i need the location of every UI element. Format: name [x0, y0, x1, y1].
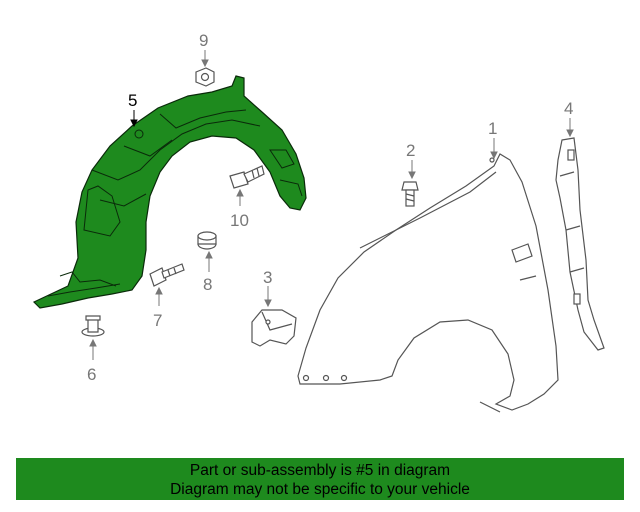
callout-10: 10 — [230, 211, 249, 230]
leader-lines — [89, 50, 574, 360]
part-3-bracket[interactable] — [251, 309, 297, 347]
part-5-fender-liner[interactable] — [32, 75, 307, 309]
part-10-bolt[interactable] — [229, 165, 265, 189]
part-7-screw[interactable] — [149, 263, 185, 287]
info-banner: Part or sub-assembly is #5 in diagram Di… — [16, 458, 624, 500]
callout-5: 5 — [128, 91, 137, 110]
part-9-nut[interactable] — [195, 67, 215, 87]
callout-9: 9 — [199, 31, 208, 50]
banner-line-1: Part or sub-assembly is #5 in diagram — [189, 462, 451, 479]
leader-line-5 — [130, 110, 138, 128]
part-1-fender-panel[interactable] — [297, 153, 559, 413]
callout-4: 4 — [564, 99, 573, 118]
callout-6: 6 — [87, 365, 96, 384]
part-8-nut[interactable] — [197, 231, 217, 250]
callout-1: 1 — [488, 119, 497, 138]
part-6-push-clip[interactable] — [81, 315, 105, 337]
part-2-bolt[interactable] — [401, 181, 419, 207]
callout-7: 7 — [153, 311, 162, 330]
part-4-fender-support[interactable] — [555, 137, 605, 351]
banner-line-2: Diagram may not be specific to your vehi… — [170, 481, 470, 498]
callout-8: 8 — [203, 275, 212, 294]
callout-2: 2 — [406, 141, 415, 160]
callout-3: 3 — [263, 268, 272, 287]
